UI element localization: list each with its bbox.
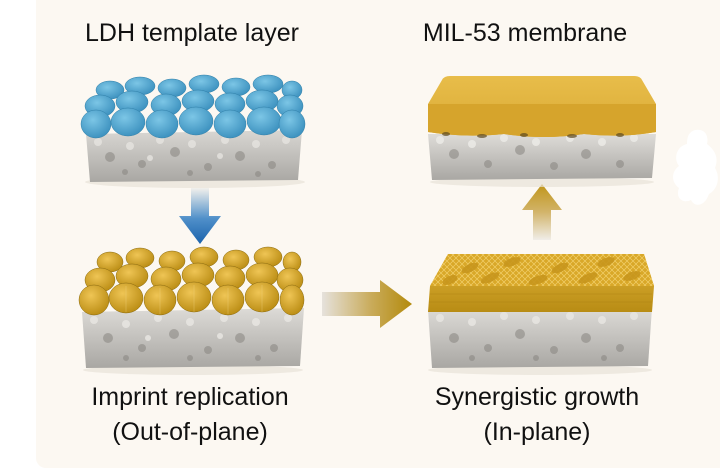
ldh-flake-layer [80,74,306,139]
mil53-film [428,76,656,138]
porous-substrate [428,308,652,368]
label-out-of-plane: (Out-of-plane) [112,418,268,446]
white-mask-shape [665,128,720,208]
label-ldh-template: LDH template layer [85,19,299,47]
label-mil53-membrane: MIL-53 membrane [422,19,628,47]
mof-flake-layer [78,246,305,316]
porous-substrate [82,308,304,368]
stage-mil53-membrane [424,74,660,188]
arrow-right [322,280,414,328]
label-in-plane: (In-plane) [483,418,591,446]
stage-ldh-template [80,72,310,190]
porous-substrate [86,130,302,182]
arrow-up [520,184,564,240]
label-imprint-replication: Imprint replication [91,383,289,411]
label-synergistic-growth: Synergistic growth [434,383,640,411]
intergrown-mof-layer [428,254,654,312]
arrow-down [178,188,222,246]
stage-imprint-replication [78,246,308,376]
porous-substrate [428,134,656,180]
stage-synergistic-growth [420,246,660,376]
